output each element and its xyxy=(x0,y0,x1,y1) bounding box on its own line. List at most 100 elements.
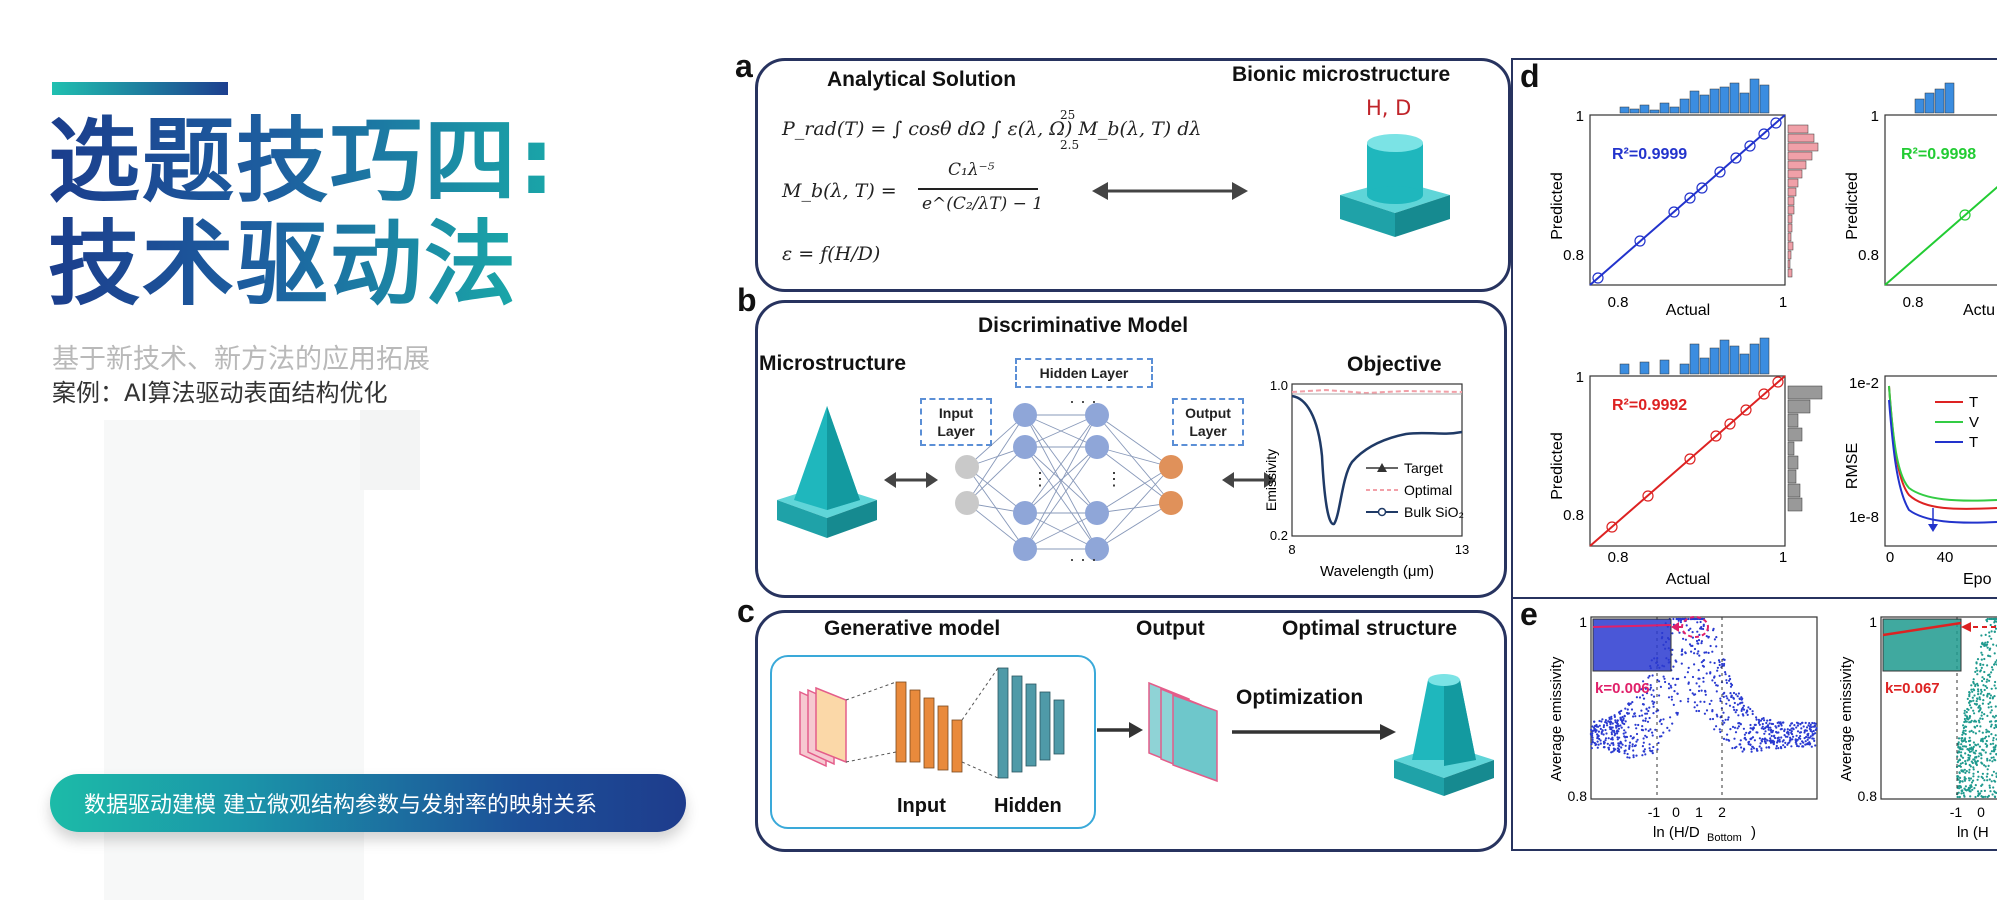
scatter-point xyxy=(1982,795,1985,799)
histogram-bar xyxy=(1689,343,1700,375)
scatter-point xyxy=(1807,724,1810,727)
scatter-point xyxy=(1746,709,1749,712)
scatter-point xyxy=(1722,658,1725,661)
scatter-point xyxy=(1963,795,1966,798)
scatter-point xyxy=(1781,721,1785,724)
scatter-point xyxy=(1591,725,1594,728)
scatter-point xyxy=(1620,746,1623,749)
encoder-layer xyxy=(895,681,907,763)
scatter-point xyxy=(1994,724,1997,727)
scatter-point xyxy=(1676,711,1679,715)
scatter-point xyxy=(1760,727,1763,730)
scatter-point xyxy=(1727,699,1730,702)
scatter-point xyxy=(1959,776,1962,779)
scatter-point xyxy=(1987,706,1990,709)
scatter-point xyxy=(1978,730,1981,733)
scatter-point xyxy=(1763,727,1767,730)
scatter-point xyxy=(1806,738,1809,741)
scatter-point xyxy=(1775,747,1778,750)
scatter-point xyxy=(1972,768,1975,771)
scatter-point xyxy=(1613,731,1616,734)
scatter-point xyxy=(1709,671,1712,674)
data-point xyxy=(1668,206,1680,218)
scatter-point xyxy=(1958,771,1961,775)
scatter-point xyxy=(1675,660,1678,663)
scatter-point xyxy=(1654,728,1657,731)
scatter-point xyxy=(1652,689,1655,692)
scatter-point xyxy=(1977,690,1980,693)
scatter-point xyxy=(1959,754,1963,757)
scatter-point xyxy=(1988,631,1991,634)
scatter-point xyxy=(1728,679,1731,682)
scatter-point xyxy=(1777,724,1780,727)
scatter-point xyxy=(1972,758,1975,761)
scatter-point xyxy=(1738,743,1741,746)
scatter-point xyxy=(1617,744,1620,747)
scatter-point xyxy=(1968,771,1971,774)
scatter-point xyxy=(1739,723,1742,726)
encoder-layer xyxy=(951,719,963,773)
scatter-point xyxy=(1628,756,1631,759)
scatter-point xyxy=(1605,732,1608,735)
scatter-point xyxy=(1980,714,1983,717)
histogram-bar xyxy=(1619,363,1630,375)
scatter-point xyxy=(1990,709,1993,712)
scatter-point xyxy=(1626,756,1629,759)
scatter-point xyxy=(1986,692,1989,695)
scatter-point xyxy=(1796,738,1799,741)
scatter-point xyxy=(1992,742,1995,745)
scatter-point xyxy=(1983,789,1986,792)
svg-text:⋮: ⋮ xyxy=(1105,469,1123,489)
scatter-point xyxy=(1963,739,1966,742)
scatter-point xyxy=(1765,725,1768,728)
scatter-point xyxy=(1970,747,1973,750)
scatter-point xyxy=(1962,724,1965,727)
scatter-point xyxy=(1968,743,1971,747)
neural-network-diagram: · · · · · · ⋮ ⋮ xyxy=(955,391,1183,569)
y-axis-label: Predicted xyxy=(1549,172,1566,240)
scatter-point xyxy=(1992,643,1995,646)
scatter-point xyxy=(1968,736,1971,739)
scatter-point xyxy=(1745,731,1748,734)
scatter-point xyxy=(1618,710,1621,713)
objective-heading: Objective xyxy=(1347,353,1442,376)
scatter-point xyxy=(1803,731,1806,734)
histogram-bar xyxy=(1679,363,1690,375)
scatter-point xyxy=(1632,749,1635,752)
scatter-point xyxy=(1740,696,1743,699)
scatter-point xyxy=(1779,745,1782,749)
input-layer-label: Input Layer xyxy=(920,398,992,446)
scatter-point xyxy=(1593,741,1596,745)
scatter-point xyxy=(1679,617,1682,621)
scatter-point xyxy=(1963,768,1966,771)
scatter-point xyxy=(1715,713,1718,716)
histogram-bar xyxy=(1689,90,1700,114)
scatter-point xyxy=(1663,677,1666,680)
scatter-point xyxy=(1679,621,1682,624)
scatter-point xyxy=(1796,724,1799,727)
scatter-point xyxy=(1968,704,1972,707)
scatter-point xyxy=(1613,715,1616,718)
scatter-point xyxy=(1683,676,1687,679)
scatter-point xyxy=(1974,732,1977,735)
network-node xyxy=(1013,501,1037,525)
scatter-point xyxy=(1982,694,1985,697)
scatter-point xyxy=(1993,652,1996,655)
y-tick-top: 1.0 xyxy=(1270,378,1288,393)
histogram-bar xyxy=(1739,92,1750,114)
histogram-bar xyxy=(1749,78,1760,114)
scatter-point xyxy=(1795,726,1798,729)
scatter-point xyxy=(1808,727,1811,730)
histogram-bar xyxy=(1787,142,1819,152)
data-point xyxy=(1592,272,1604,284)
scatter-point xyxy=(1795,734,1798,737)
scatter-point xyxy=(1624,707,1627,710)
scatter-point xyxy=(1965,715,1968,718)
scatter-point xyxy=(1992,750,1995,753)
scatter-point xyxy=(1702,623,1705,626)
scatter-point xyxy=(1964,725,1967,728)
scatter-point xyxy=(1656,748,1659,751)
scatter-point xyxy=(1747,706,1750,709)
double-arrow-icon xyxy=(1222,472,1276,488)
data-point xyxy=(1634,235,1646,247)
